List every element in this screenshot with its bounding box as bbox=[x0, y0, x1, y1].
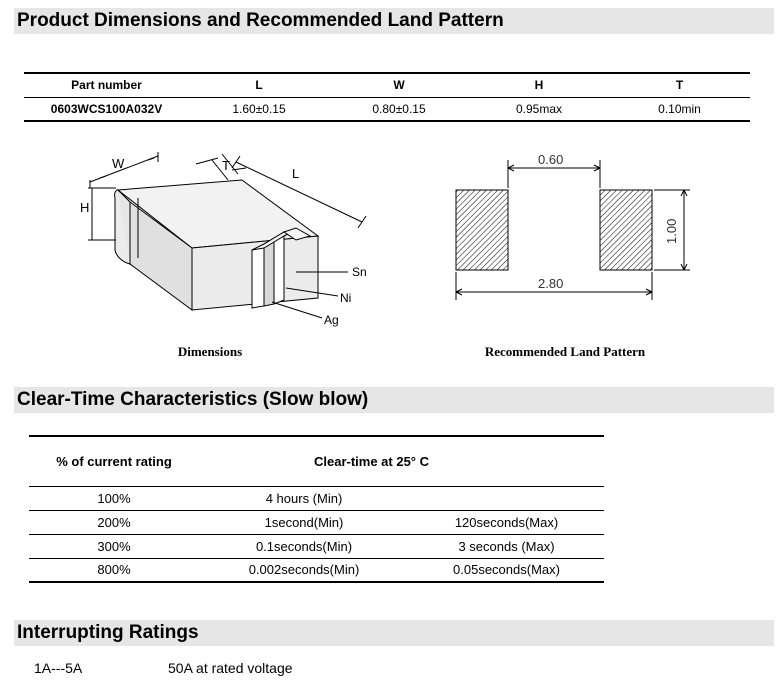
spec-header-part-number: Part number bbox=[24, 72, 189, 98]
land-pattern-drawing: 0.60 1.00 2.80 bbox=[455, 152, 690, 300]
clear-cell-min: 4 hours (Min) bbox=[199, 486, 409, 511]
clear-cell-rating: 200% bbox=[29, 510, 199, 535]
label-ni: Ni bbox=[340, 291, 351, 305]
clear-cell-min: 0.002seconds(Min) bbox=[199, 558, 409, 583]
clear-cell-rating: 300% bbox=[29, 534, 199, 559]
spec-header-l: L bbox=[189, 72, 329, 98]
land-pad-left bbox=[455, 189, 509, 271]
dimensions-drawing: W T L H Sn Ni Ag bbox=[80, 152, 367, 327]
spec-table: Part number L W H T 0603WCS100A032V 1.60… bbox=[24, 72, 750, 122]
table-row: 0603WCS100A032V 1.60±0.15 0.80±0.15 0.95… bbox=[24, 97, 750, 122]
clear-cell-min: 0.1seconds(Min) bbox=[199, 534, 409, 559]
clear-cell-max: 3 seconds (Max) bbox=[409, 534, 604, 559]
clear-cell-rating: 800% bbox=[29, 558, 199, 583]
label-sn: Sn bbox=[352, 265, 367, 279]
table-row: 300% 0.1seconds(Min) 3 seconds (Max) bbox=[29, 534, 604, 559]
clear-cell-rating: 100% bbox=[29, 486, 199, 511]
spec-header-h: H bbox=[469, 72, 609, 98]
label-total: 2.80 bbox=[538, 276, 563, 291]
spec-cell-part-number: 0603WCS100A032V bbox=[24, 97, 189, 122]
clear-cell-max: 120seconds(Max) bbox=[409, 510, 604, 535]
land-pad-right bbox=[599, 189, 653, 271]
table-row: 100% 4 hours (Min) bbox=[29, 486, 604, 511]
clear-cell-min: 1second(Min) bbox=[199, 510, 409, 535]
label-l: L bbox=[292, 166, 299, 181]
spec-cell-t: 0.10min bbox=[609, 97, 750, 122]
label-ag: Ag bbox=[324, 313, 339, 327]
section-header-interrupting: Interrupting Ratings bbox=[14, 620, 774, 646]
section-header-product: Product Dimensions and Recommended Land … bbox=[14, 8, 774, 34]
spec-header-t: T bbox=[609, 72, 750, 98]
label-height: 1.00 bbox=[664, 219, 679, 244]
spec-header-row: Part number L W H T bbox=[24, 72, 750, 98]
spec-header-w: W bbox=[329, 72, 469, 98]
caption-dimensions: Dimensions bbox=[177, 344, 243, 359]
interrupting-range: 1A---5A bbox=[34, 660, 83, 676]
clear-time-table: % of current rating Clear-time at 25° C … bbox=[29, 435, 604, 583]
label-h: H bbox=[80, 200, 89, 215]
clear-cell-max bbox=[409, 486, 604, 511]
clear-header-time: Clear-time at 25° C bbox=[199, 435, 604, 487]
clear-header-row: % of current rating Clear-time at 25° C bbox=[29, 435, 604, 487]
spec-cell-h: 0.95max bbox=[469, 97, 609, 122]
clear-header-rating: % of current rating bbox=[29, 435, 199, 487]
label-t: T bbox=[222, 158, 230, 173]
spec-cell-l: 1.60±0.15 bbox=[189, 97, 329, 122]
caption-land-pattern: Recommended Land Pattern bbox=[484, 344, 646, 359]
clear-cell-max: 0.05seconds(Max) bbox=[409, 558, 604, 583]
label-gap: 0.60 bbox=[538, 152, 563, 167]
interrupting-value: 50A at rated voltage bbox=[168, 660, 293, 676]
section-header-clear-time: Clear-Time Characteristics (Slow blow) bbox=[14, 387, 774, 413]
label-w: W bbox=[112, 156, 125, 171]
table-row: 200% 1second(Min) 120seconds(Max) bbox=[29, 510, 604, 535]
spec-cell-w: 0.80±0.15 bbox=[329, 97, 469, 122]
table-row: 800% 0.002seconds(Min) 0.05seconds(Max) bbox=[29, 558, 604, 583]
